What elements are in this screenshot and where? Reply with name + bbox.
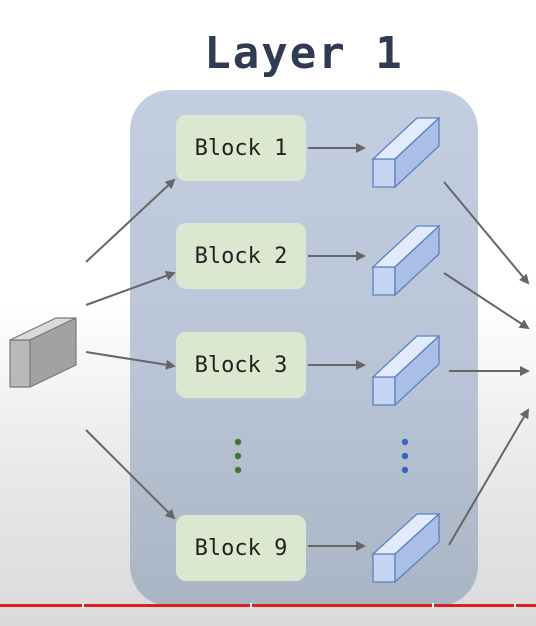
timeline-tick (82, 603, 84, 608)
output-tensor-2-icon (371, 224, 441, 297)
timeline-tick (250, 603, 252, 608)
arrow-input-to-block-1 (85, 178, 176, 263)
arrow-input-to-block-2 (85, 271, 176, 306)
block-2: Block 2 (176, 223, 306, 289)
timeline-bar (0, 604, 536, 607)
timeline-tick (432, 603, 434, 608)
output-tensor-9-icon (371, 512, 441, 584)
block-3: Block 3 (176, 332, 306, 398)
arrow-output-2-to-next (443, 272, 530, 330)
input-tensor-icon (9, 317, 77, 388)
output-tensor-3-icon (371, 334, 441, 407)
timeline-tick (514, 603, 516, 608)
arrow-input-to-block-9 (85, 429, 176, 520)
arrow-output-1-to-next (443, 181, 530, 285)
arrow-output-9-to-next (448, 408, 530, 546)
block-9: Block 9 (176, 515, 306, 581)
output-ellipsis-icon (401, 438, 409, 474)
block-ellipsis-icon (234, 438, 242, 474)
layer-title: Layer 1 (204, 28, 404, 79)
output-tensor-1-icon (371, 116, 441, 189)
block-1: Block 1 (176, 115, 306, 181)
arrow-input-to-block-3 (85, 351, 176, 370)
